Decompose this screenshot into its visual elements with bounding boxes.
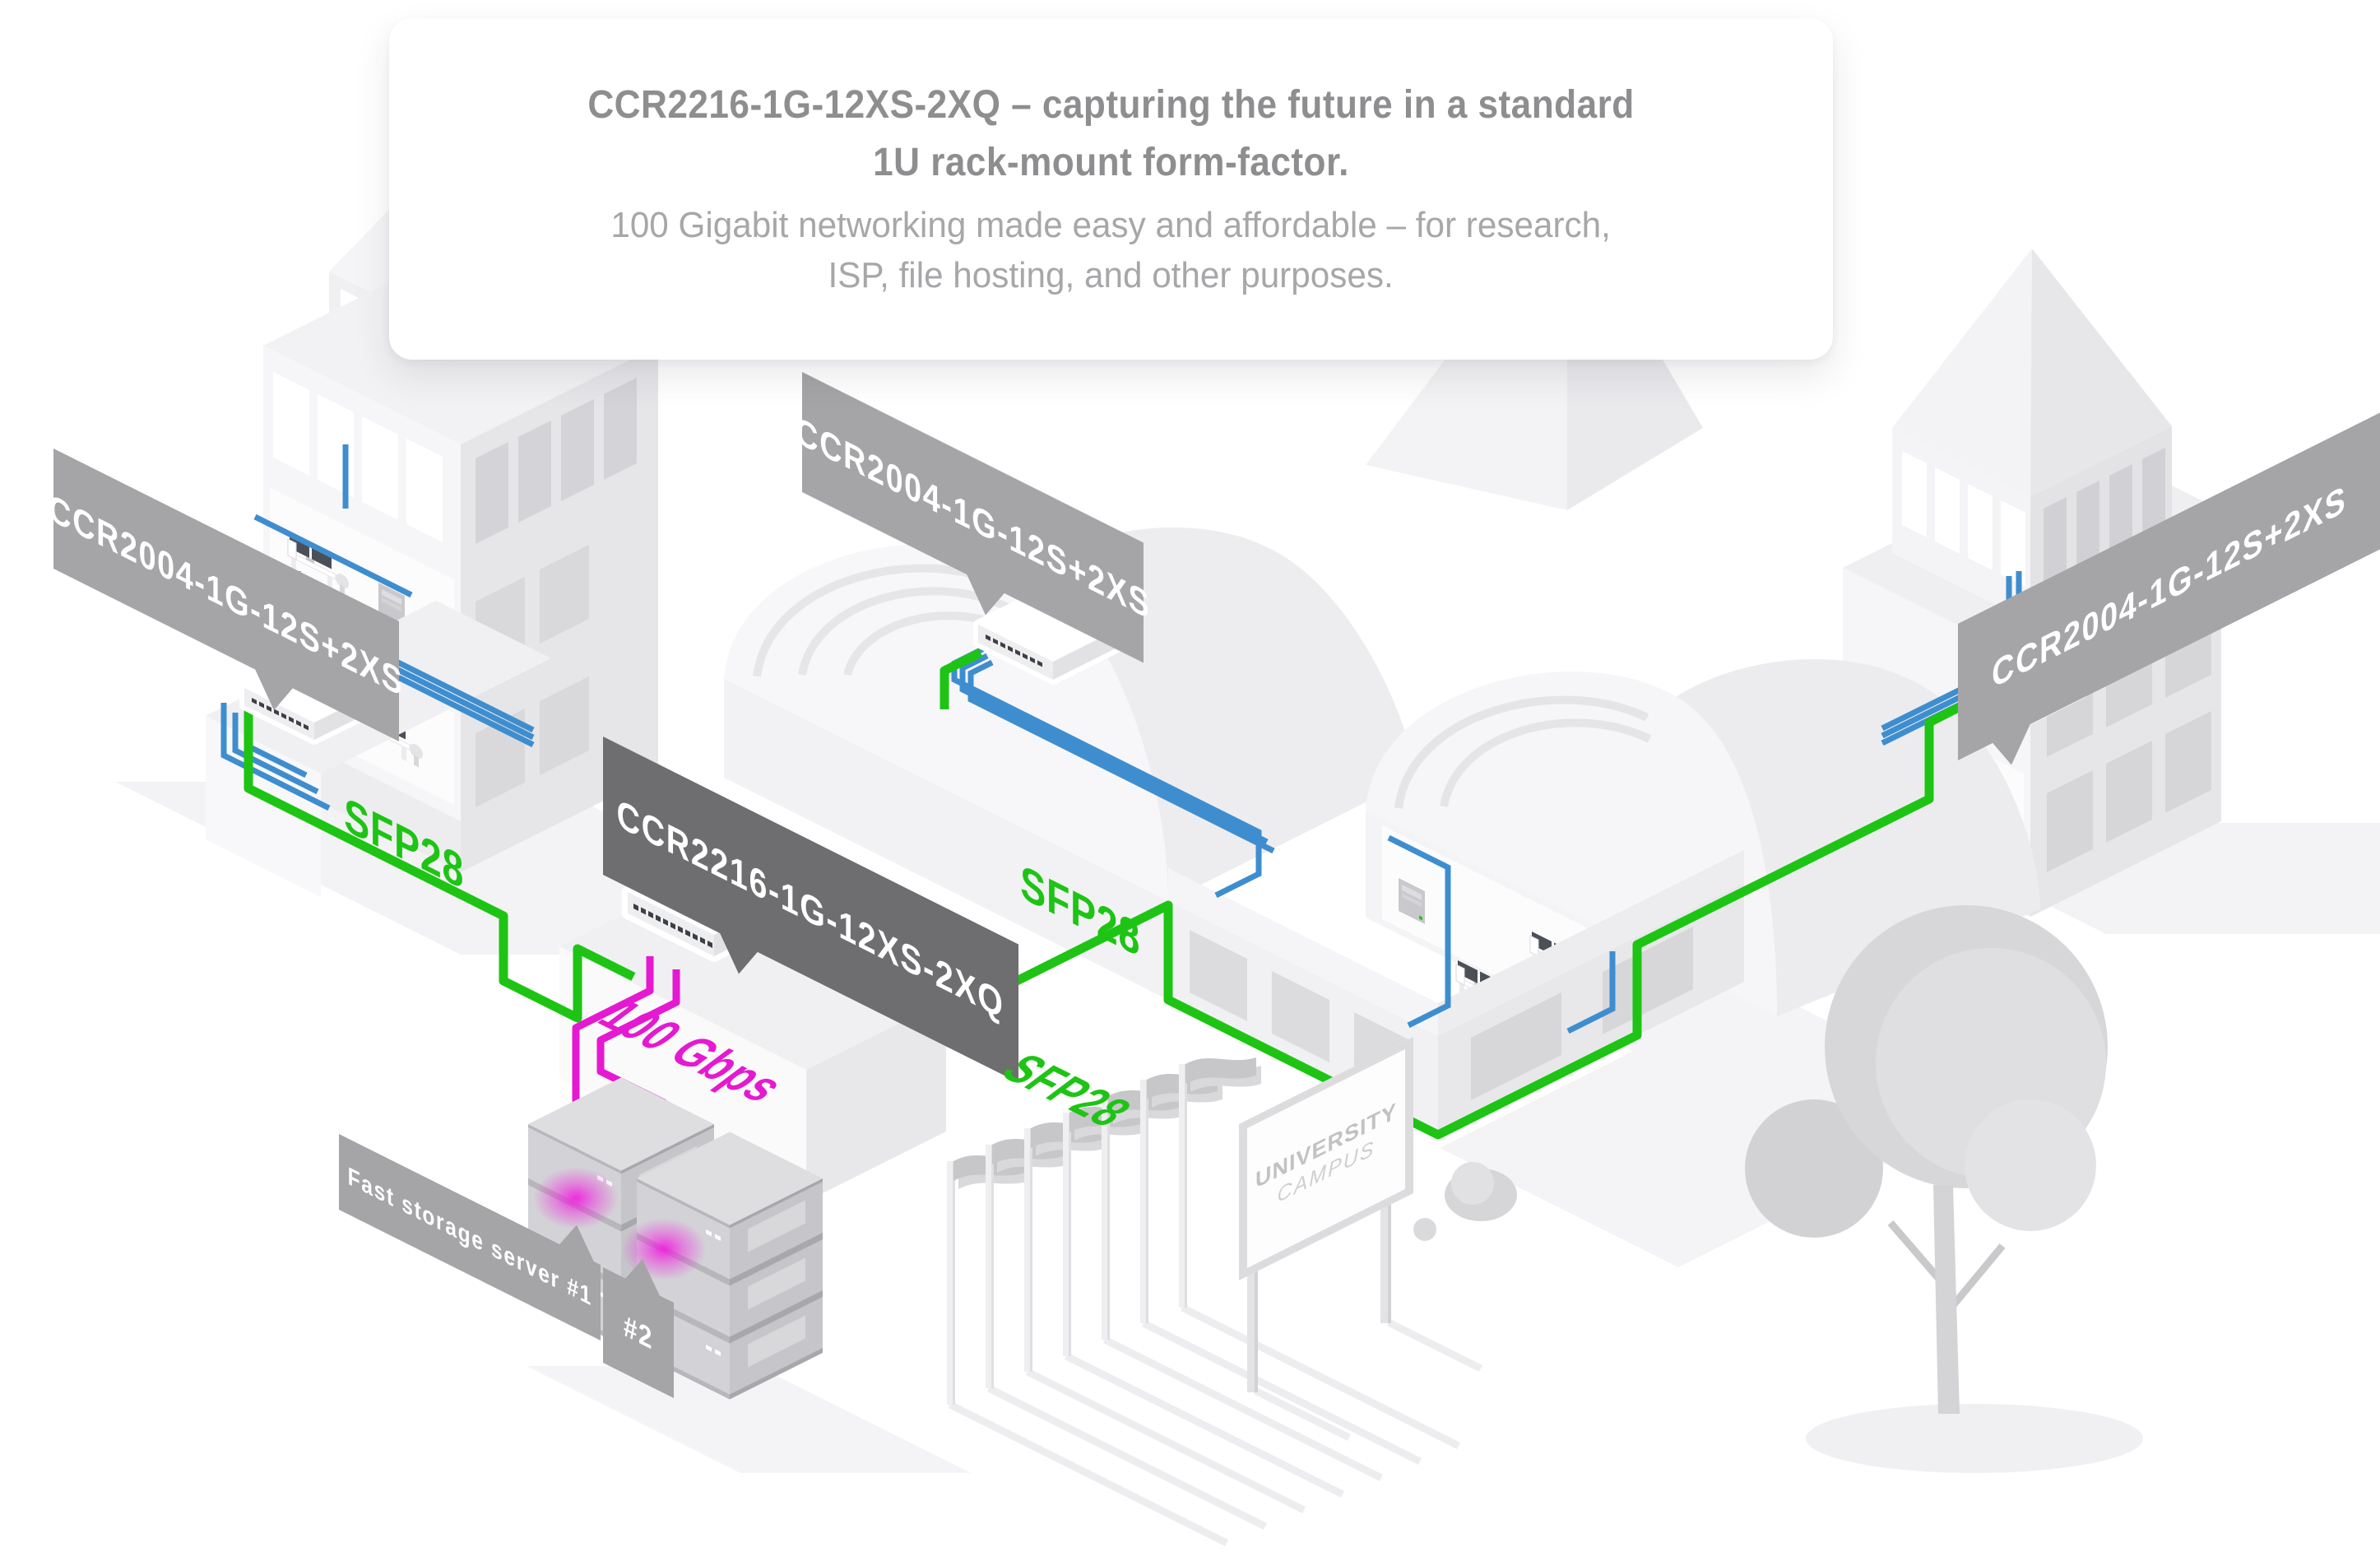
bushes bbox=[1413, 1162, 1517, 1241]
tree bbox=[1745, 905, 2108, 1414]
info-card: CCR2216-1G-12XS-2XQ – capturing the futu… bbox=[389, 18, 1833, 360]
sfp28-cables-green bbox=[244, 648, 1977, 1140]
link-glow-2 bbox=[621, 1218, 707, 1280]
card-subtitle-line-2: ISP, file hosting, and other purposes. bbox=[828, 255, 1394, 296]
card-title: CCR2216-1G-12XS-2XQ – capturing the futu… bbox=[587, 77, 1634, 191]
storage-servers bbox=[528, 1077, 823, 1400]
card-subtitle: 100 Gigabit networking made easy and aff… bbox=[611, 200, 1612, 301]
link-glow-1 bbox=[533, 1167, 619, 1229]
banner-label: #2 bbox=[623, 1308, 654, 1357]
card-subtitle-line-1: 100 Gigabit networking made easy and aff… bbox=[610, 204, 1612, 245]
card-title-line-2: 1U rack-mount form-factor. bbox=[873, 140, 1349, 184]
card-title-line-1: CCR2216-1G-12XS-2XQ – capturing the futu… bbox=[587, 83, 1635, 128]
campus-sign-posts bbox=[1247, 1177, 1483, 1442]
